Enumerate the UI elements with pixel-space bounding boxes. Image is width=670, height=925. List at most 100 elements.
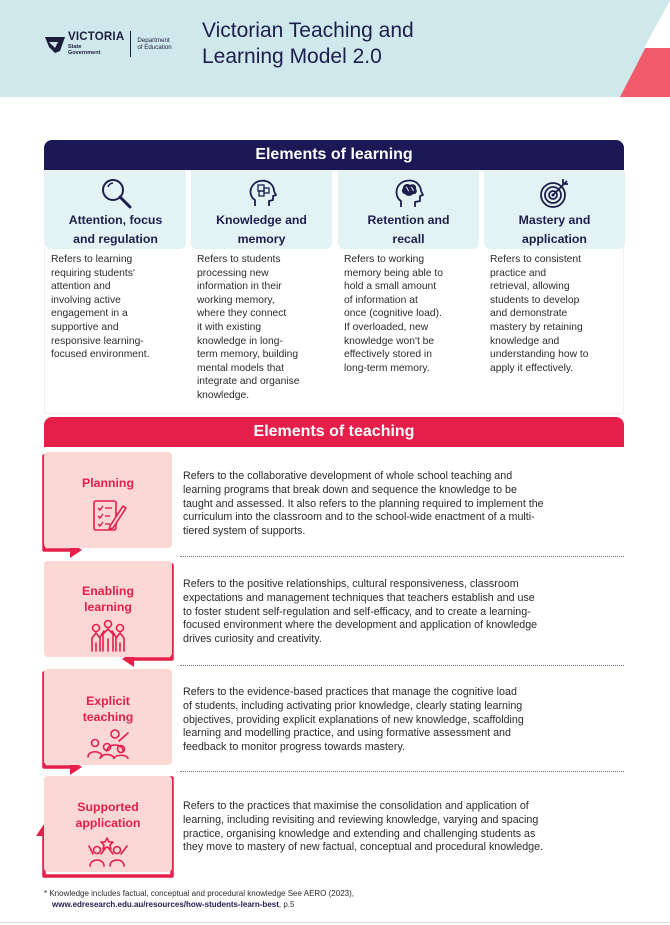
desc-line: tiered system of supports.	[183, 525, 306, 538]
desc-line: and demonstrate	[490, 308, 568, 320]
learning-card: Retention and recall	[338, 171, 479, 249]
learning-title-line2: application	[522, 232, 587, 246]
desc-line: retrieval, allowing	[490, 281, 570, 293]
teaching-label: Enabling	[82, 584, 134, 598]
desc-line: requiring students'	[51, 267, 135, 279]
logo-sub-state: State	[68, 43, 82, 50]
teaching-label: application	[75, 816, 141, 830]
learning-title-line1: Retention and	[367, 213, 450, 227]
desc-line: If overloaded, new	[344, 321, 429, 333]
logo-wordmark: VICTORIA	[68, 31, 125, 44]
learning-heading: Elements of learning	[44, 140, 624, 170]
learning-card: Attention, focus and regulation	[45, 171, 186, 249]
learning-panel: Attention, focus and regulation Refers t…	[44, 170, 625, 414]
head-puzzle-icon	[191, 177, 332, 209]
desc-line: Refers to working	[344, 254, 425, 265]
desc-line: Refers to learning	[51, 254, 133, 265]
desc-line: of students, including activating prior …	[183, 699, 523, 712]
desc-line: memory being able to	[344, 267, 444, 279]
celebrating-students-icon	[44, 836, 172, 868]
teaching-separator	[180, 665, 624, 666]
desc-line: of information at	[344, 294, 418, 306]
desc-line: where they connect	[197, 308, 287, 320]
desc-line: hold a small amount	[344, 281, 437, 293]
desc-line: focused environment.	[51, 349, 150, 361]
desc-line: objectives, providing explicit explanati…	[183, 713, 524, 726]
learning-title-line1: Mastery and	[518, 213, 591, 227]
teaching-label: Supported	[77, 800, 139, 814]
desc-line: learning, including revisiting and revie…	[183, 813, 539, 826]
desc-line: Refers to the evidence-based practices t…	[183, 686, 517, 698]
desc-line: processing new	[197, 267, 269, 279]
teaching-label: teaching	[82, 710, 134, 724]
learning-item-attention: Attention, focus and regulation Refers t…	[45, 171, 186, 362]
group-people-icon	[44, 619, 172, 653]
desc-line: practice and	[490, 267, 547, 279]
learning-title-line1: Attention, focus	[68, 213, 163, 227]
teaching-label: learning	[84, 600, 132, 614]
desc-line: students to develop	[490, 294, 580, 306]
learning-description: Refers to working memory being able to h…	[338, 249, 479, 375]
footnote-text: * Knowledge includes factual, conceptual…	[44, 889, 354, 898]
teaching-description-enabling: Refers to the positive relationships, cu…	[183, 578, 623, 647]
teaching-item-supported: Supported application	[44, 776, 172, 872]
desc-line: effectively stored in	[344, 349, 432, 361]
desc-line: long-term memory.	[344, 362, 430, 374]
page-title-line1: Victorian Teaching and	[202, 19, 414, 42]
header-decoration-white	[644, 0, 670, 48]
teaching-separator	[180, 556, 624, 557]
desc-line: expectations and management techniques t…	[183, 591, 535, 604]
learning-title-line1: Knowledge and	[216, 213, 307, 227]
teaching-item-planning: Planning	[44, 452, 172, 548]
learning-description: Refers to learning requiring students' a…	[45, 249, 186, 362]
desc-line: term memory, building	[197, 349, 299, 361]
desc-line: mental models that	[197, 362, 284, 374]
magnifier-icon	[45, 177, 186, 209]
page-title: Victorian Teaching and Learning Model 2.…	[202, 18, 414, 70]
learning-description: Refers to consistent practice and retrie…	[484, 249, 625, 375]
teaching-label: Explicit	[86, 694, 130, 708]
learning-item-knowledge: Knowledge and memory Refers to students …	[191, 171, 332, 403]
desc-line: to foster student self-regulation and se…	[183, 605, 531, 618]
desc-line: attention and	[51, 281, 111, 293]
desc-line: they move to mastery of new factual, con…	[183, 841, 544, 854]
desc-line: understanding how to	[490, 349, 589, 361]
desc-line: working memory,	[197, 294, 275, 306]
learning-item-mastery: Mastery and application Refers to consis…	[484, 171, 625, 375]
teaching-description-explicit: Refers to the evidence-based practices t…	[183, 686, 623, 755]
desc-line: it with existing	[197, 321, 262, 333]
footnote-suffix: , p.5	[278, 900, 295, 909]
desc-line: feedback to monitor progress towards mas…	[183, 741, 405, 754]
desc-line: information in their	[197, 281, 282, 293]
desc-line: drives curiosity and creativity.	[183, 633, 322, 646]
desc-line: curriculum into the classroom and to the…	[183, 511, 535, 524]
desc-line: taught and assessed. It also refers to t…	[183, 497, 544, 510]
learning-title-line2: and regulation	[73, 232, 158, 246]
teaching-heading: Elements of teaching	[44, 417, 624, 447]
footnote: * Knowledge includes factual, conceptual…	[44, 888, 354, 910]
desc-line: supportive and	[51, 321, 119, 333]
logo-sub-government: Government	[68, 49, 101, 56]
teacher-students-icon	[44, 727, 172, 759]
desc-line: apply it effectively.	[490, 362, 574, 374]
teaching-separator	[180, 771, 624, 772]
desc-line: knowledge in long-	[197, 335, 283, 347]
brain-head-icon	[338, 177, 479, 209]
teaching-item-enabling: Enabling learning	[44, 561, 172, 657]
desc-line: knowledge.	[197, 389, 250, 401]
learning-item-retention: Retention and recall Refers to working m…	[338, 171, 479, 375]
victoria-map-icon	[45, 37, 65, 53]
desc-line: once (cognitive load).	[344, 308, 442, 320]
page-title-line2: Learning Model 2.0	[202, 45, 382, 68]
checklist-pencil-icon	[44, 498, 172, 532]
desc-line: integrate and organise	[197, 376, 300, 388]
footnote-link[interactable]: www.edresearch.edu.au/resources/how-stud…	[52, 900, 279, 909]
teaching-item-explicit: Explicit teaching	[44, 669, 172, 765]
learning-title-line2: memory	[237, 232, 286, 246]
desc-line: responsive learning-	[51, 335, 144, 347]
desc-line: Refers to the positive relationships, cu…	[183, 578, 519, 590]
desc-line: involving active	[51, 294, 121, 306]
desc-line: engagement in a	[51, 308, 128, 320]
victoria-government-logo: VICTORIA State Government Department of …	[44, 27, 172, 61]
desc-line: practice, organising knowledge and exten…	[183, 827, 536, 840]
